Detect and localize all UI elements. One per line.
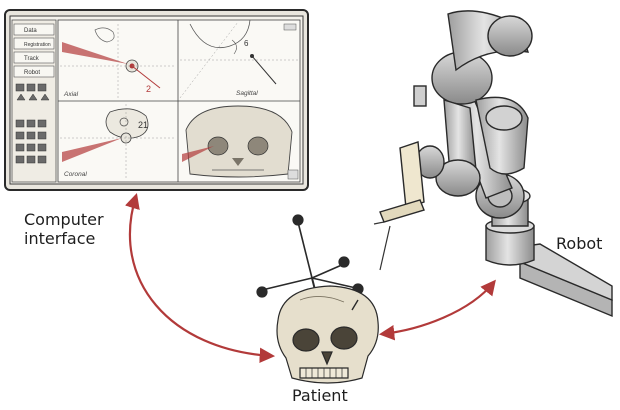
ui-menu-label: Registration [24,42,51,48]
ui-annotation: 6 [244,39,249,48]
ui-menu-robot[interactable]: Robot [14,66,54,77]
ui-sidebar: Data Registration Track Robot [12,20,56,182]
skull-with-tracker-icon [257,215,378,383]
robot-arm-icon [374,11,612,316]
ui-menu-registration[interactable]: Registration [14,38,54,49]
ui-viewport-label: Coronal [64,171,87,178]
ui-menu-label: Data [24,28,37,34]
ui-menu-label: Track [24,56,40,62]
ui-menu-track[interactable]: Track [14,52,54,63]
ui-menu-label: Robot [24,70,40,76]
label-computer-interface: Computer interface [24,210,104,248]
ui-viewport-control[interactable] [288,170,298,179]
ui-menu-data[interactable]: Data [14,24,54,35]
label-line: interface [24,229,104,248]
ui-annotation: 2 [146,84,151,94]
label-patient: Patient [292,386,348,405]
arrow-patient-robot [382,282,494,334]
ui-viewport-label: Sagittal [236,90,258,97]
ui-viewport-label: Axial [63,91,79,98]
computer-monitor-icon: Data Registration Track Robot [5,10,308,190]
ui-tool-icons[interactable] [16,84,49,163]
ui-viewport-3d[interactable] [182,106,298,179]
ui-annotation: 21 [138,120,148,130]
label-robot: Robot [556,234,602,253]
label-line: Computer [24,210,104,229]
ui-viewport-control[interactable] [284,24,296,30]
arrow-interface-patient [130,196,272,356]
